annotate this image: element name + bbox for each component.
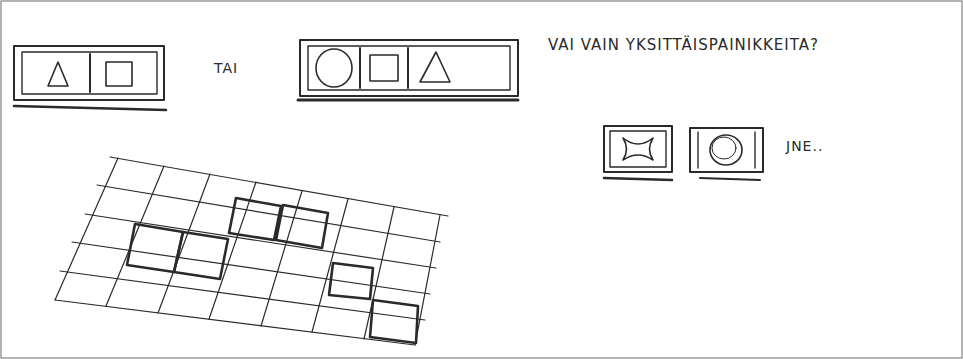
handwritten-note: TAI — [214, 60, 238, 76]
perspective-grid — [55, 157, 448, 345]
two-button-bar — [14, 46, 166, 110]
handwritten-note: JNE.. — [786, 138, 823, 154]
three-button-bar — [298, 40, 518, 100]
highlighted-cells — [127, 198, 418, 343]
single-buttons — [604, 126, 763, 180]
handwritten-note: VAI VAIN YKSITTÄISPAINIKKEITA? — [548, 36, 819, 54]
